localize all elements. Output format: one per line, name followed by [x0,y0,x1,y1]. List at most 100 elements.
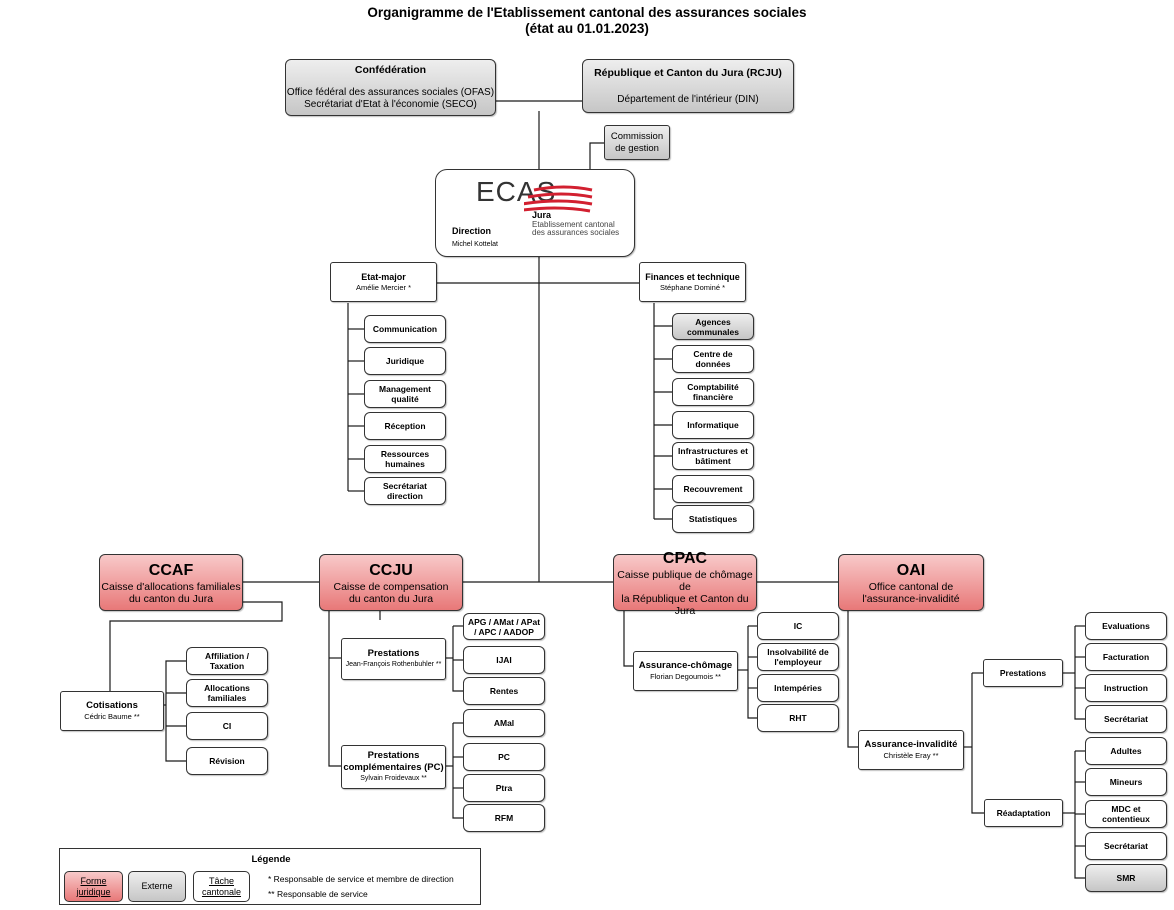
assurance-chomage-title: Assurance-chômage [638,660,733,671]
affiliation-box: Affiliation / Taxation [186,647,268,675]
rcju-box: République et Canton du Jura (RCJU) Dépa… [582,59,794,113]
legend-tache-cantonale: Tâche cantonale [193,871,250,902]
assurance-chomage-person: Florian Degoumois ** [650,672,721,681]
oai-secretariat-box: Secrétariat [1085,705,1167,733]
rht-box: RHT [757,704,839,732]
ijai-box: IJAI [463,646,545,674]
prestations-pc-person: Sylvain Froidevaux ** [360,775,427,782]
facturation-box: Facturation [1085,643,1167,671]
mineurs-box: Mineurs [1085,768,1167,796]
ccju-line2: du canton du Jura [348,592,434,605]
chart-date: (état au 01.01.2023) [525,21,649,36]
juridique-box: Juridique [364,347,446,375]
ccju-line1: Caisse de compensation [333,580,449,593]
reception-box: Réception [364,412,446,440]
ccju-name: CCJU [369,561,413,579]
confederation-box: Confédération Office fédéral des assuran… [285,59,496,116]
centre-donnees-box: Centre de données [672,345,754,373]
ci-box: CI [186,712,268,740]
ccaf-name: CCAF [148,561,194,579]
cpac-line2: la République et Canton du Jura [621,592,749,617]
readaptation-secretariat-box: Secrétariat [1085,832,1167,860]
oai-prestations-box: Prestations [983,659,1063,687]
ccaf-line2: du canton du Jura [128,592,214,605]
etat-major-title: Etat-major [361,272,406,282]
infrastructures-box: Infrastructures et bâtiment [672,442,754,470]
legend-note-1: * Responsable de service et membre de di… [268,874,454,884]
oai-box: OAI Office cantonal de l'assurance-inval… [838,554,984,611]
ptra-box: Ptra [463,774,545,802]
cpac-line1: Caisse publique de chômage de [617,568,753,593]
allocations-familiales-box: Allocations familiales [186,679,268,707]
prestations-ccju-person: Jean-François Rothenbuhler ** [345,661,442,668]
oai-line1: Office cantonal de [868,580,954,593]
legend-note-2: ** Responsable de service [268,889,368,899]
instruction-box: Instruction [1085,674,1167,702]
management-qualite-box: Management qualité [364,380,446,408]
direction-label: Direction [452,226,492,236]
ecas-logo-sub1: Etablissement cantonal [532,220,615,229]
legend-externe: Externe [128,871,186,902]
comptabilite-box: Comptabilité financière [672,378,754,406]
finances-box: Finances et technique Stéphane Dominé * [639,262,746,302]
prestations-ccju-box: Prestations Jean-François Rothenbuhler *… [341,638,446,680]
communication-box: Communication [364,315,446,343]
pc-box: PC [463,743,545,771]
assurance-invalidite-person: Christèle Eray ** [883,751,939,760]
legend-forme-juridique: Forme juridique [64,871,123,902]
etat-major-box: Etat-major Amélie Mercier * [330,262,437,302]
prestations-ccju-title: Prestations [367,648,420,659]
ecas-logo-jura: Jura [532,210,552,220]
oai-line2: l'assurance-invalidité [862,592,960,605]
confederation-title: Confédération [354,64,427,76]
ecas-direction-box: ECAS Jura Etablissement cantonal des ass… [435,169,635,257]
ecas-logo-stripes-icon [524,185,593,213]
recouvrement-box: Recouvrement [672,475,754,503]
director-name: Michel Kottelat [452,241,498,248]
confederation-line1: Office fédéral des assurances sociales (… [286,87,495,98]
ccaf-box: CCAF Caisse d'allocations familiales du … [99,554,243,611]
revision-box: Révision [186,747,268,775]
readaptation-box: Réadaptation [984,799,1063,827]
ecas-logo-sub2: des assurances sociales [532,228,620,237]
legend-title: Légende [251,854,291,865]
mdc-contentieux-box: MDC et contentieux [1085,800,1167,828]
amal-box: AMal [463,709,545,737]
prestations-pc-box: Prestations complémentaires (PC) Sylvain… [341,745,446,789]
rcju-title: République et Canton du Jura (RCJU) [594,66,782,79]
etat-major-person: Amélie Mercier * [355,283,411,292]
prestations-pc-title: Prestations complémentaires (PC) [343,750,444,773]
commission-line1: Commission [610,130,664,142]
informatique-box: Informatique [672,411,754,439]
adultes-box: Adultes [1085,737,1167,765]
confederation-line2: Secrétariat d'Etat à l'économie (SECO) [304,99,477,110]
legend-forme-line1: Forme [80,875,107,886]
cotisations-title: Cotisations [86,700,138,711]
cpac-name: CPAC [662,549,708,567]
insolvabilite-box: Insolvabilité de l'employeur [757,643,839,671]
apg-box: APG / AMat / APat / APC / AADOP [463,613,545,640]
cotisations-box: Cotisations Cédric Baume ** [60,691,164,731]
rfm-box: RFM [463,804,545,832]
oai-name: OAI [896,561,926,579]
assurance-invalidite-title: Assurance-invalidité [864,739,958,750]
legend-tache-line2: cantonale [201,886,242,897]
statistiques-box: Statistiques [672,505,754,533]
ic-box: IC [757,612,839,640]
cotisations-person: Cédric Baume ** [84,712,140,721]
cpac-box: CPAC Caisse publique de chômage de la Ré… [613,550,757,617]
smr-box: SMR [1085,864,1167,892]
legend-tache-line1: Tâche [208,875,234,886]
legend-forme-line2: juridique [76,886,111,897]
ccju-box: CCJU Caisse de compensation du canton du… [319,554,463,611]
agences-communales-box: Agences communales [672,313,754,340]
chart-title: Organigramme de l'Etablissement cantonal… [367,5,807,20]
secretariat-direction-box: Secrétariat direction [364,477,446,505]
ressources-humaines-box: Ressources humaines [364,445,446,473]
assurance-invalidite-box: Assurance-invalidité Christèle Eray ** [858,730,964,770]
rentes-box: Rentes [463,677,545,705]
intemperies-box: Intempéries [757,674,839,702]
finances-person: Stéphane Dominé * [659,283,726,292]
ccaf-line1: Caisse d'allocations familiales [101,580,241,593]
